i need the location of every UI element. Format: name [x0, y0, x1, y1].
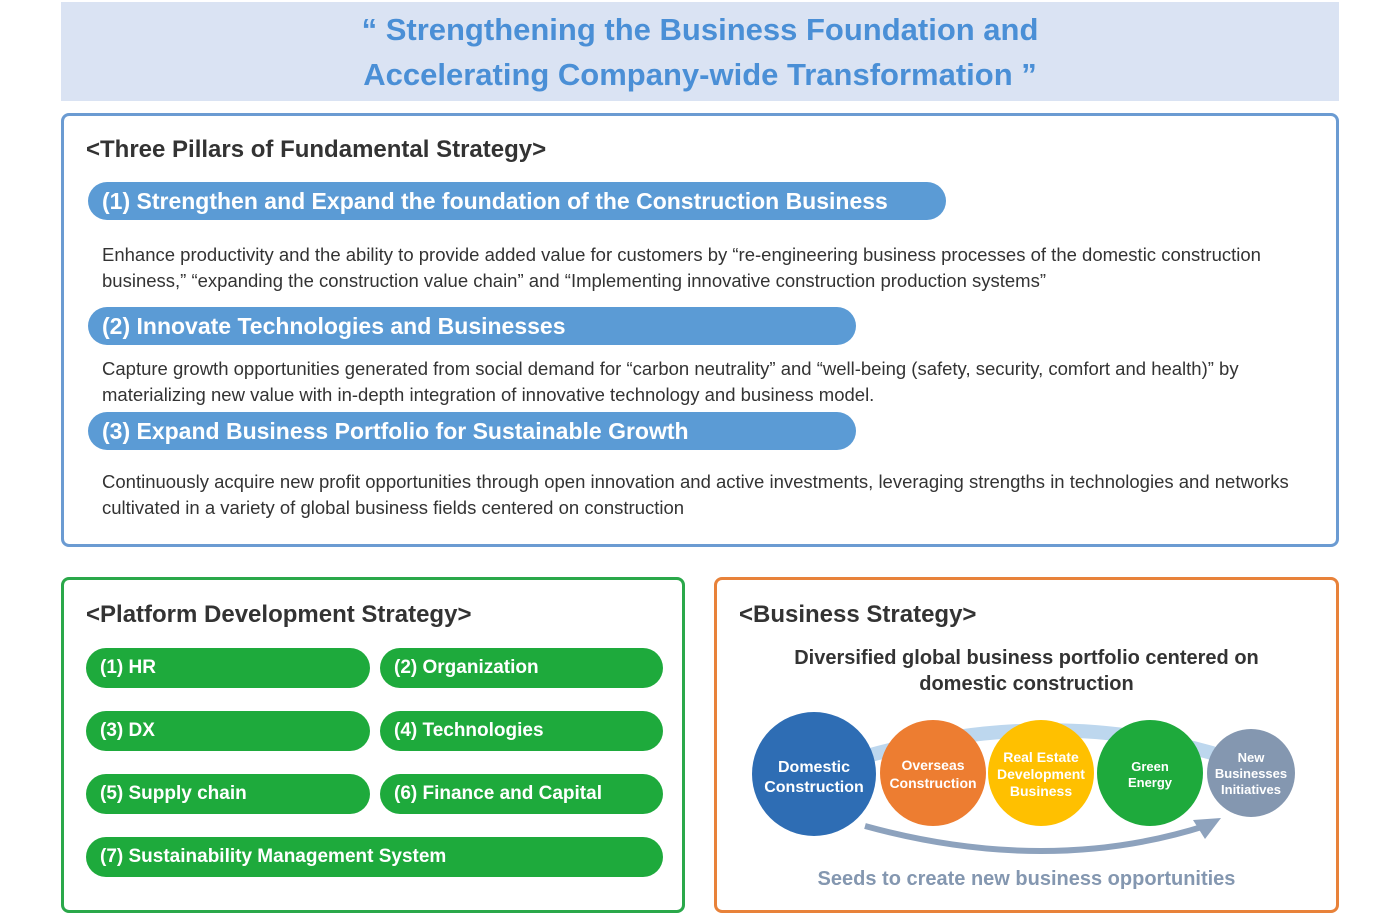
svg-text:Development: Development	[997, 766, 1085, 782]
svg-text:Business: Business	[1010, 783, 1072, 799]
circle-green-energy: Green Energy	[1097, 720, 1203, 826]
svg-text:Green: Green	[1131, 759, 1169, 774]
business-subtitle-line2: domestic construction	[919, 673, 1134, 695]
platform-strategy-heading: <Platform Development Strategy>	[86, 601, 472, 628]
three-pillars-panel: <Three Pillars of Fundamental Strategy> …	[61, 113, 1339, 547]
platform-strategy-panel: <Platform Development Strategy> (1) HR (…	[61, 577, 685, 913]
platform-item-technologies: (4) Technologies	[380, 711, 663, 751]
svg-text:Construction: Construction	[764, 779, 864, 796]
svg-text:Real Estate: Real Estate	[1003, 749, 1079, 765]
svg-text:New: New	[1238, 750, 1266, 765]
svg-text:Businesses: Businesses	[1215, 766, 1287, 781]
circle-real-estate-development: Real Estate Development Business	[988, 720, 1094, 826]
business-strategy-subtitle: Diversified global business portfolio ce…	[717, 645, 1336, 697]
growth-arrow-arc	[864, 823, 1206, 854]
platform-item-finance-capital: (6) Finance and Capital	[380, 774, 663, 814]
business-subtitle-line1: Diversified global business portfolio ce…	[794, 647, 1259, 669]
platform-item-hr: (1) HR	[86, 648, 370, 688]
svg-text:Energy: Energy	[1128, 775, 1173, 790]
svg-text:Construction: Construction	[889, 775, 976, 791]
banner-title-line1: “ Strengthening the Business Foundation …	[361, 11, 1039, 47]
growth-arrow-head	[1193, 818, 1221, 839]
business-portfolio-diagram: Domestic Construction Overseas Construct…	[752, 712, 1295, 854]
svg-text:Initiatives: Initiatives	[1221, 782, 1281, 797]
circle-new-businesses: New Businesses Initiatives	[1207, 729, 1295, 817]
three-pillars-heading: <Three Pillars of Fundamental Strategy>	[86, 136, 547, 163]
svg-text:Domestic: Domestic	[778, 759, 850, 776]
platform-item-sustainability: (7) Sustainability Management System	[86, 837, 663, 877]
platform-item-dx: (3) DX	[86, 711, 370, 751]
svg-text:Overseas: Overseas	[901, 757, 964, 773]
business-strategy-panel: <Business Strategy> Diversified global b…	[714, 577, 1339, 913]
banner-title-line2: Accelerating Company-wide Transformation…	[363, 56, 1037, 92]
pillar-2-title: (2) Innovate Technologies and Businesses	[88, 307, 856, 345]
pillar-1-title: (1) Strengthen and Expand the foundation…	[88, 182, 946, 220]
pillar-2-description: Capture growth opportunities generated f…	[102, 358, 1239, 405]
pillar-1-description: Enhance productivity and the ability to …	[102, 244, 1261, 291]
platform-item-organization: (2) Organization	[380, 648, 663, 688]
circle-overseas-construction: Overseas Construction	[880, 720, 986, 826]
business-strategy-heading: <Business Strategy>	[739, 601, 977, 628]
circle-domestic-construction: Domestic Construction	[752, 712, 876, 836]
header-banner: “ Strengthening the Business Foundation …	[61, 2, 1339, 101]
business-bottom-note: Seeds to create new business opportuniti…	[817, 868, 1236, 890]
pillar-3-description: Continuously acquire new profit opportun…	[102, 471, 1289, 518]
platform-item-supply-chain: (5) Supply chain	[86, 774, 370, 814]
pillar-3-title: (3) Expand Business Portfolio for Sustai…	[88, 412, 856, 450]
